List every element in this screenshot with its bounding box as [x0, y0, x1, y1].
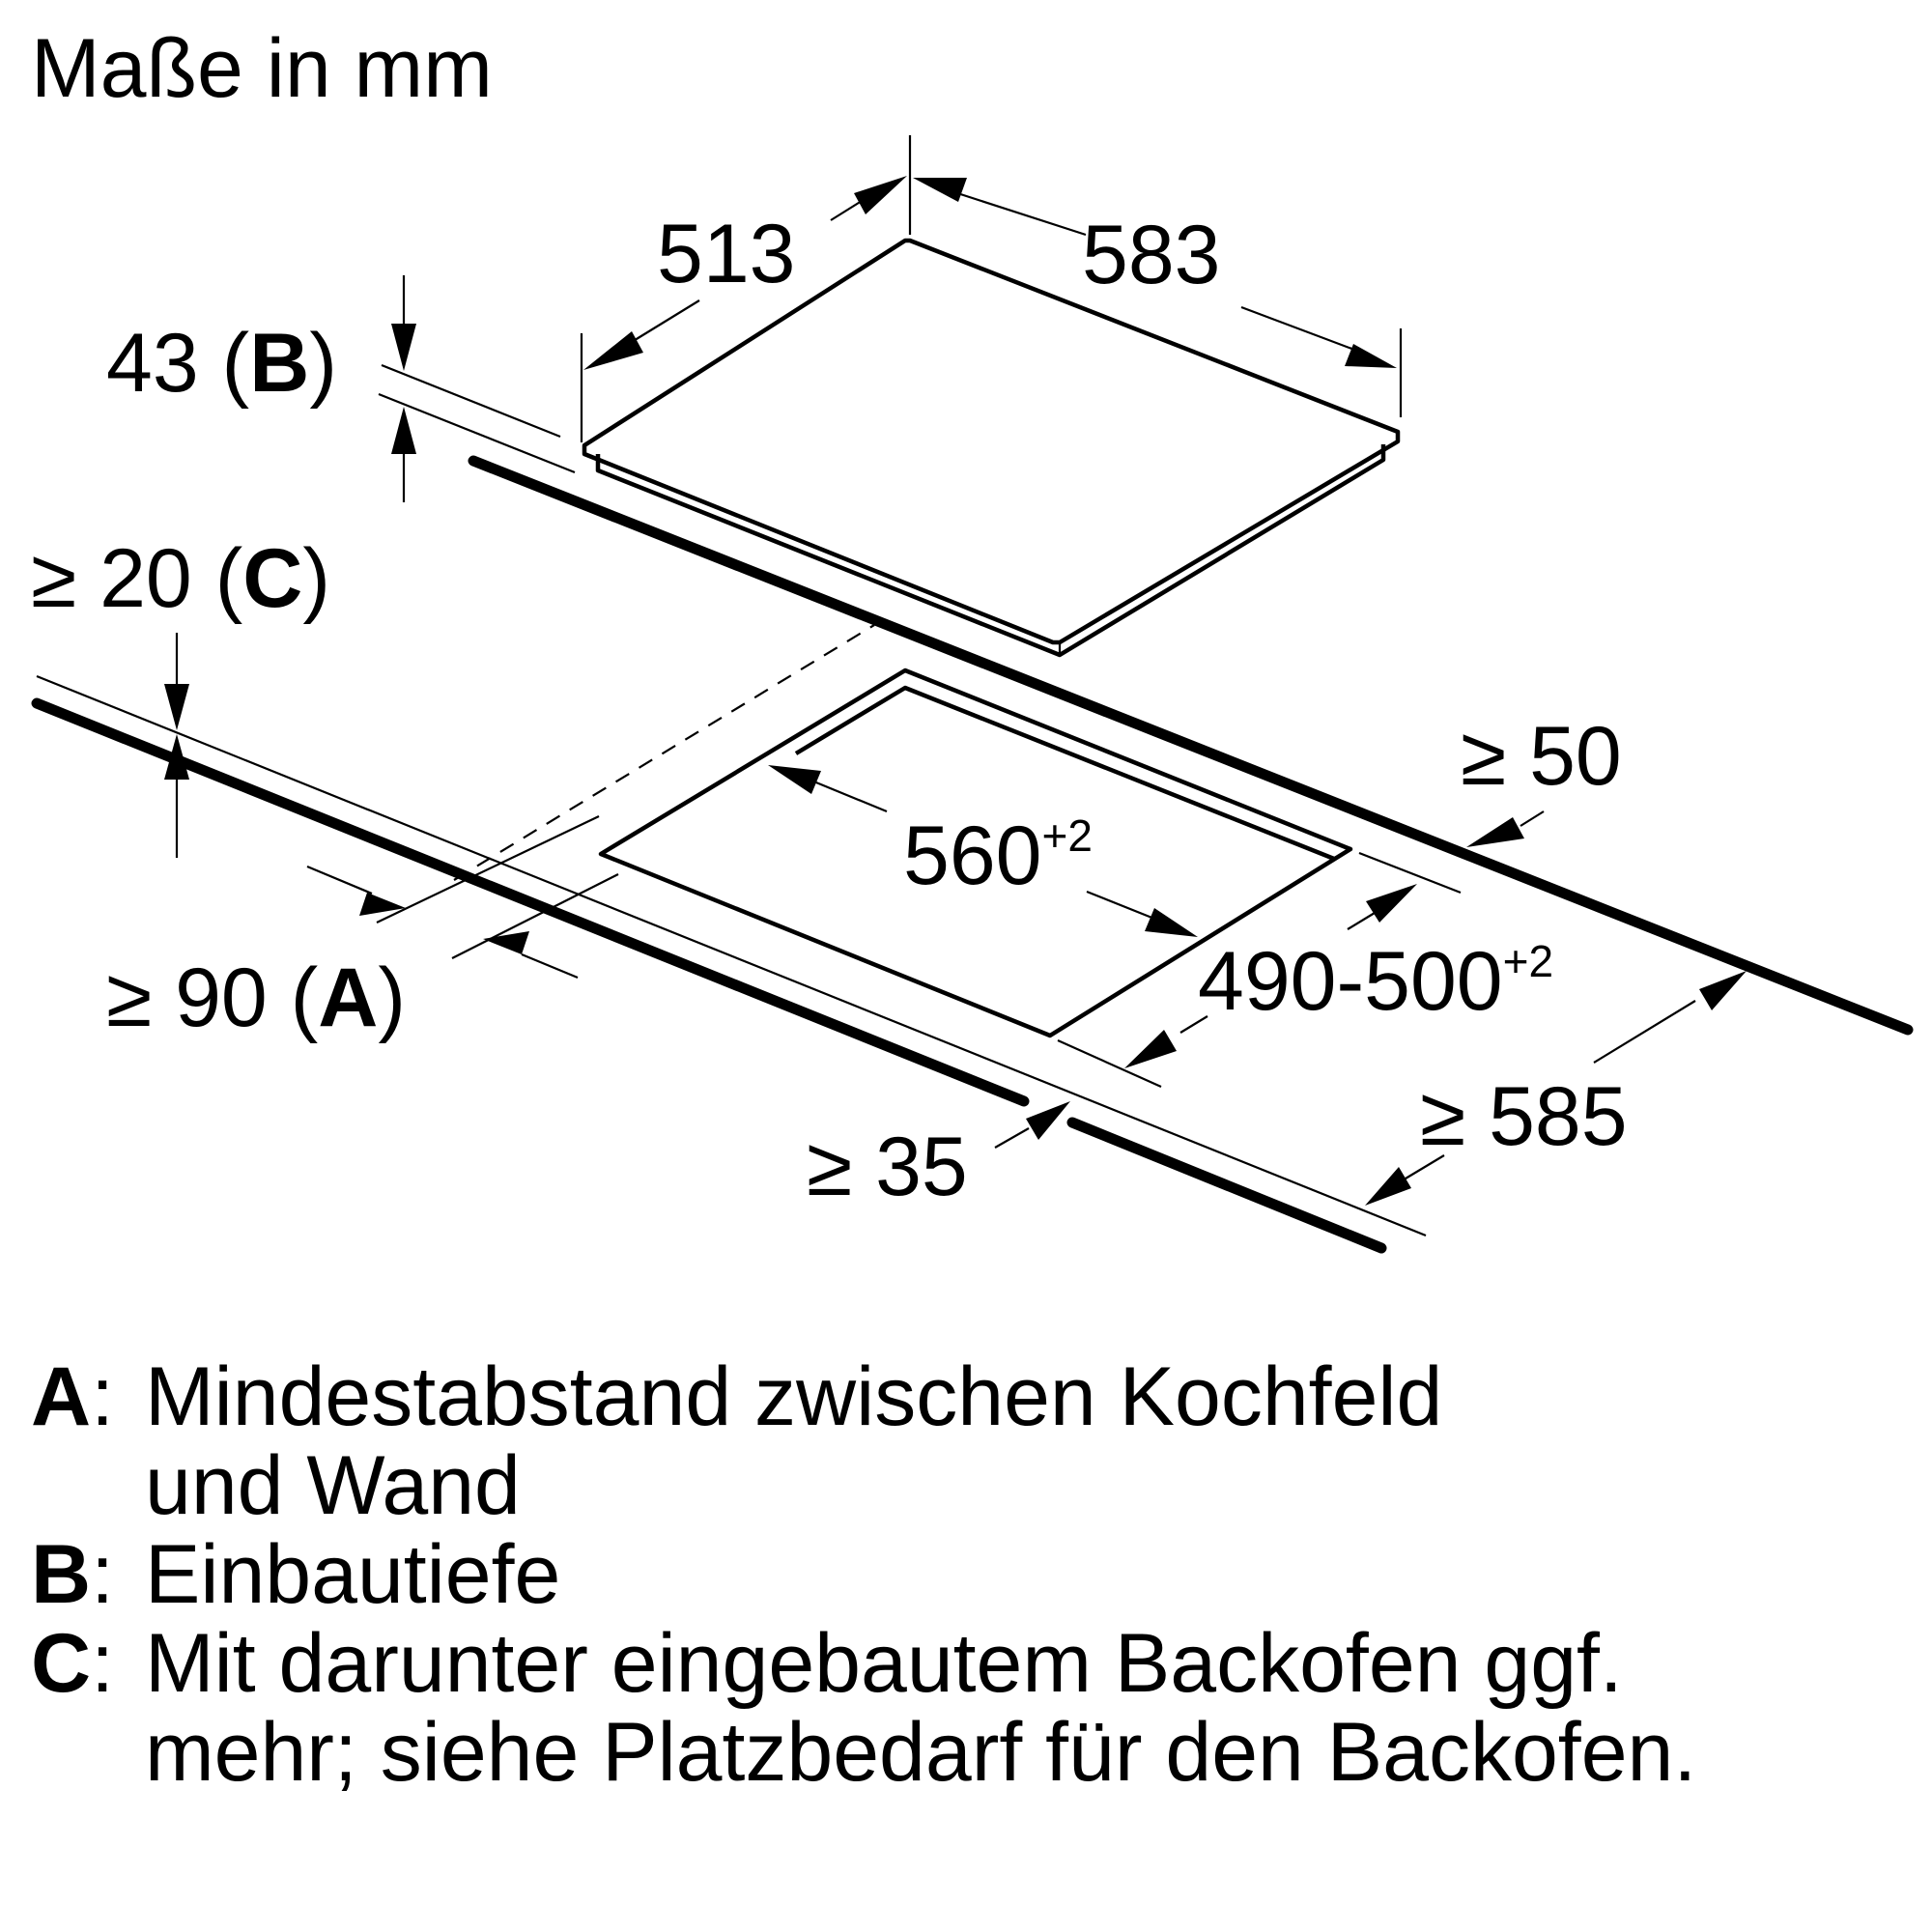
legend-text: Einbautiefe	[145, 1528, 561, 1621]
dimension-back-clearance-50: ≥ 50	[1461, 710, 1622, 847]
legend-text: Mit darunter eingebautem Backofen ggf. m…	[145, 1617, 1697, 1799]
dimension-cutout-width-560: 560+2	[768, 765, 1198, 937]
legend-item-b: B: Einbautiefe	[31, 1530, 1905, 1619]
front-worktop	[31, 674, 1427, 1254]
dimension-583-label: 583	[1082, 209, 1221, 301]
legend-item-c: C: Mit darunter eingebautem Backofen ggf…	[31, 1619, 1905, 1797]
dimension-wall-distance-90: ≥ 90 (A)	[106, 815, 619, 1044]
dimension-50-label: ≥ 50	[1461, 710, 1622, 803]
dimension-width-583: 583	[913, 178, 1403, 417]
back-worktop-edge	[468, 455, 1914, 1036]
dimension-oven-gap-20: ≥ 20 (C)	[31, 532, 330, 858]
cooktop-frame	[595, 444, 1386, 658]
legend-item-a: A: Mindestabstand zwischen Kochfeld und …	[31, 1352, 1905, 1530]
dimension-20-label: ≥ 20 (C)	[31, 532, 330, 625]
dimension-585-label: ≥ 585	[1420, 1070, 1628, 1163]
cooktop-glass-top	[582, 238, 1401, 645]
dimension-height-43: 43 (B)	[106, 275, 576, 502]
cooktop	[582, 238, 1401, 658]
dimension-43-label: 43 (B)	[106, 317, 337, 410]
worktop-cutout	[453, 624, 1353, 1038]
legend-text: Mindestabstand zwischen Kochfeld und Wan…	[145, 1350, 1443, 1532]
legend: A: Mindestabstand zwischen Kochfeld und …	[31, 1352, 1905, 1797]
installation-diagram: Maße in mm 513 583	[31, 22, 1914, 1254]
dimension-490-500-label: 490-500+2	[1198, 935, 1553, 1028]
dimension-front-edge-35: ≥ 35	[807, 1101, 1070, 1213]
dimension-560-label: 560+2	[903, 810, 1093, 902]
page-title: Maße in mm	[31, 22, 493, 115]
legend-key: A:	[31, 1350, 115, 1443]
legend-key: C:	[31, 1617, 115, 1710]
dimension-worktop-depth-585: ≥ 585	[1365, 971, 1747, 1206]
dimension-cutout-depth-490-500: 490-500+2	[1057, 851, 1553, 1089]
dimension-513-label: 513	[657, 208, 796, 300]
legend-key: B:	[31, 1528, 115, 1621]
dimension-depth-513: 513	[580, 135, 912, 442]
dimension-90-label: ≥ 90 (A)	[106, 952, 406, 1044]
dimension-35-label: ≥ 35	[807, 1121, 968, 1213]
